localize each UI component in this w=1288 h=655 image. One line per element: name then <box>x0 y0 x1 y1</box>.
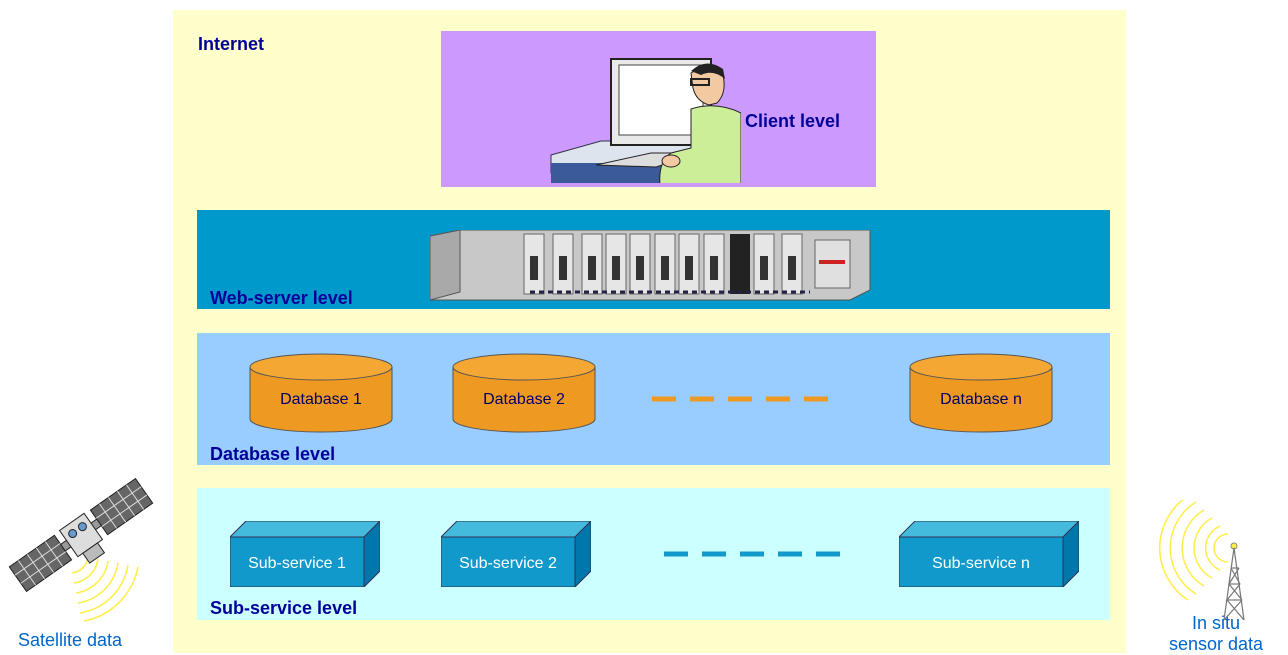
client-level-label: Client level <box>745 111 841 131</box>
client-level-panel: Client level <box>441 31 876 187</box>
in-situ-sensor-caption: In situ sensor data <box>1158 613 1274 655</box>
database-cylinder: Database n <box>909 353 1053 433</box>
satellite-data-caption: Satellite data <box>18 630 123 650</box>
database-label: Database 2 <box>483 391 565 408</box>
sub-service-box: Sub-service 2 <box>441 521 591 587</box>
sub-service-label: Sub-service n <box>932 555 1030 572</box>
database-label: Database n <box>940 391 1022 408</box>
ellipsis-dashes <box>652 396 832 402</box>
antenna-tower-icon <box>1159 500 1245 620</box>
database-label: Database 1 <box>280 391 362 408</box>
database-level-label: Database level <box>210 444 336 464</box>
in-situ-caption-line2: sensor data <box>1168 634 1264 654</box>
web-server-level-panel: Web-server level <box>197 210 1110 309</box>
database-cylinder: Database 1 <box>249 353 393 433</box>
internet-label: Internet <box>198 34 265 54</box>
rack-server-icon <box>430 230 871 301</box>
sub-service-label: Sub-service 1 <box>248 555 346 572</box>
sub-service-label: Sub-service 2 <box>459 555 557 572</box>
web-server-level-label: Web-server level <box>210 288 353 308</box>
sub-service-box: Sub-service 1 <box>230 521 380 587</box>
sub-service-box: Sub-service n <box>899 521 1079 587</box>
database-cylinder: Database 2 <box>452 353 596 433</box>
database-level-panel: Database 1 Database 2 Database n Databas… <box>197 333 1110 465</box>
satellite-icon <box>8 477 154 622</box>
sub-service-level-panel: Sub-service 1 Sub-service 2 Sub-service … <box>197 488 1110 620</box>
in-situ-caption-line1: In situ <box>1191 613 1241 633</box>
person-at-computer-icon <box>550 58 741 183</box>
ellipsis-dashes <box>664 551 844 557</box>
sub-service-level-label: Sub-service level <box>210 598 358 618</box>
